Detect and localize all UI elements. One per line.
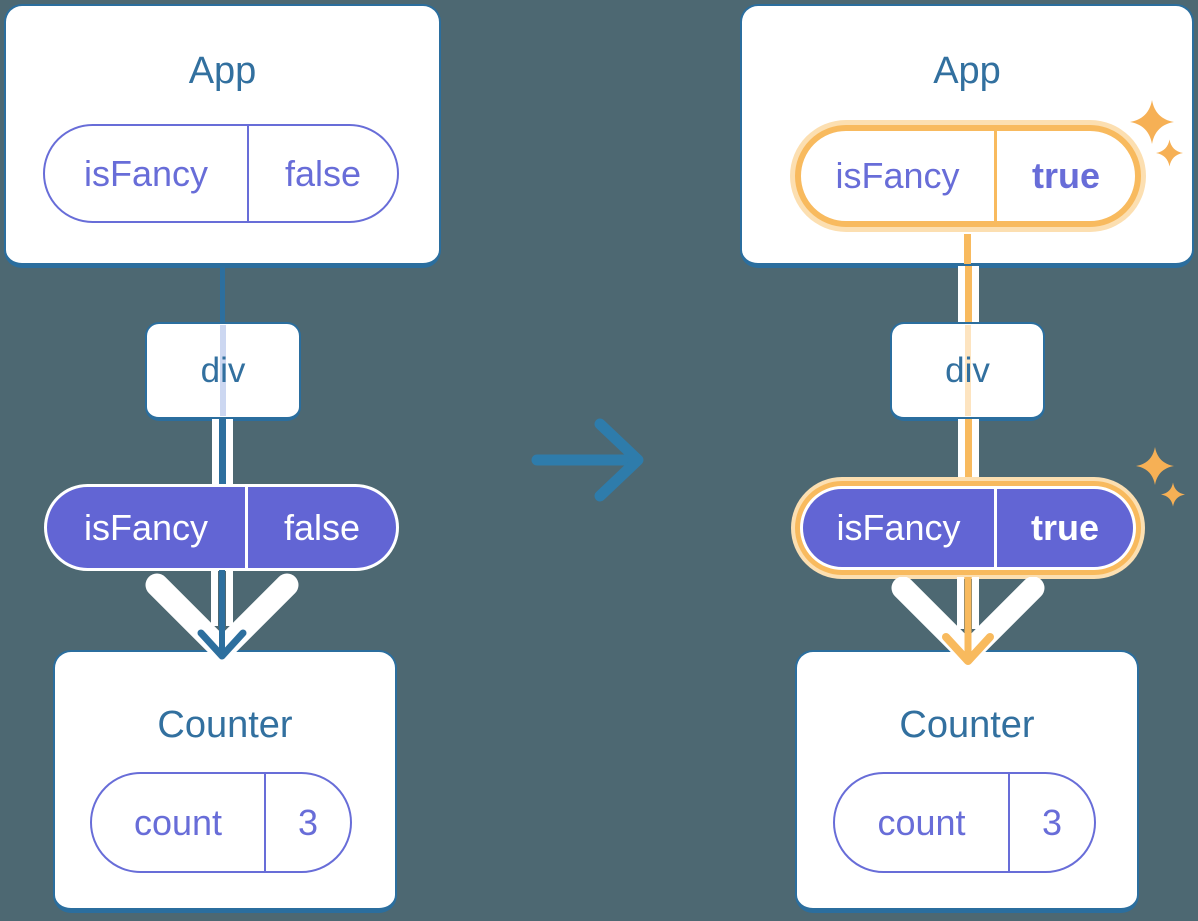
counter-state-pill: count 3 (833, 772, 1096, 873)
div-node: div (145, 322, 301, 421)
app-prop-pill-highlighted: isFancy true (795, 125, 1141, 227)
app-prop-pill: isFancy false (43, 124, 399, 223)
div-label: div (945, 350, 990, 390)
thread-faded-line (220, 325, 226, 416)
prop-name: isFancy (47, 487, 248, 568)
state-name: count (92, 774, 266, 871)
prop-value: false (283, 506, 361, 548)
counter-title: Counter (899, 704, 1035, 746)
arrowhead-icon (197, 629, 247, 660)
state-name: count (835, 774, 1010, 871)
div-node: div (890, 322, 1045, 421)
prop-value: true (1031, 155, 1100, 196)
state-value: 3 (297, 801, 319, 843)
state-value: 3 (1041, 801, 1063, 843)
pipe-div-to-pill (957, 419, 979, 481)
app-title: App (933, 50, 1001, 92)
pipe-div-to-pill (211, 419, 233, 485)
props-pill-highlighted: isFancy true (800, 486, 1136, 570)
prop-value: true (1030, 507, 1099, 548)
props-arrow (891, 577, 1045, 665)
prop-name: isFancy (45, 126, 249, 221)
counter-title: Counter (157, 704, 293, 746)
transition-arrow-icon (531, 418, 644, 502)
div-label: div (200, 350, 246, 390)
props-arrow (145, 570, 299, 662)
sparkle-icon-large (1130, 100, 1174, 144)
pipe-card-to-div (957, 266, 979, 324)
app-title: App (188, 50, 257, 92)
prop-name: isFancy (801, 131, 997, 221)
arrowhead-icon (942, 633, 994, 665)
props-pill: isFancy false (44, 484, 399, 571)
thread-faded-line (964, 325, 971, 416)
thread-pill-to-card-bottom (964, 234, 971, 264)
sparkle-icon-small (1156, 139, 1183, 167)
prop-value: false (284, 152, 362, 194)
prop-name: isFancy (803, 489, 997, 567)
sparkle-icon-small (1161, 482, 1185, 507)
counter-state-pill: count 3 (90, 772, 352, 873)
thread-app-to-div (220, 266, 225, 324)
sparkle-icon-large (1136, 447, 1174, 485)
